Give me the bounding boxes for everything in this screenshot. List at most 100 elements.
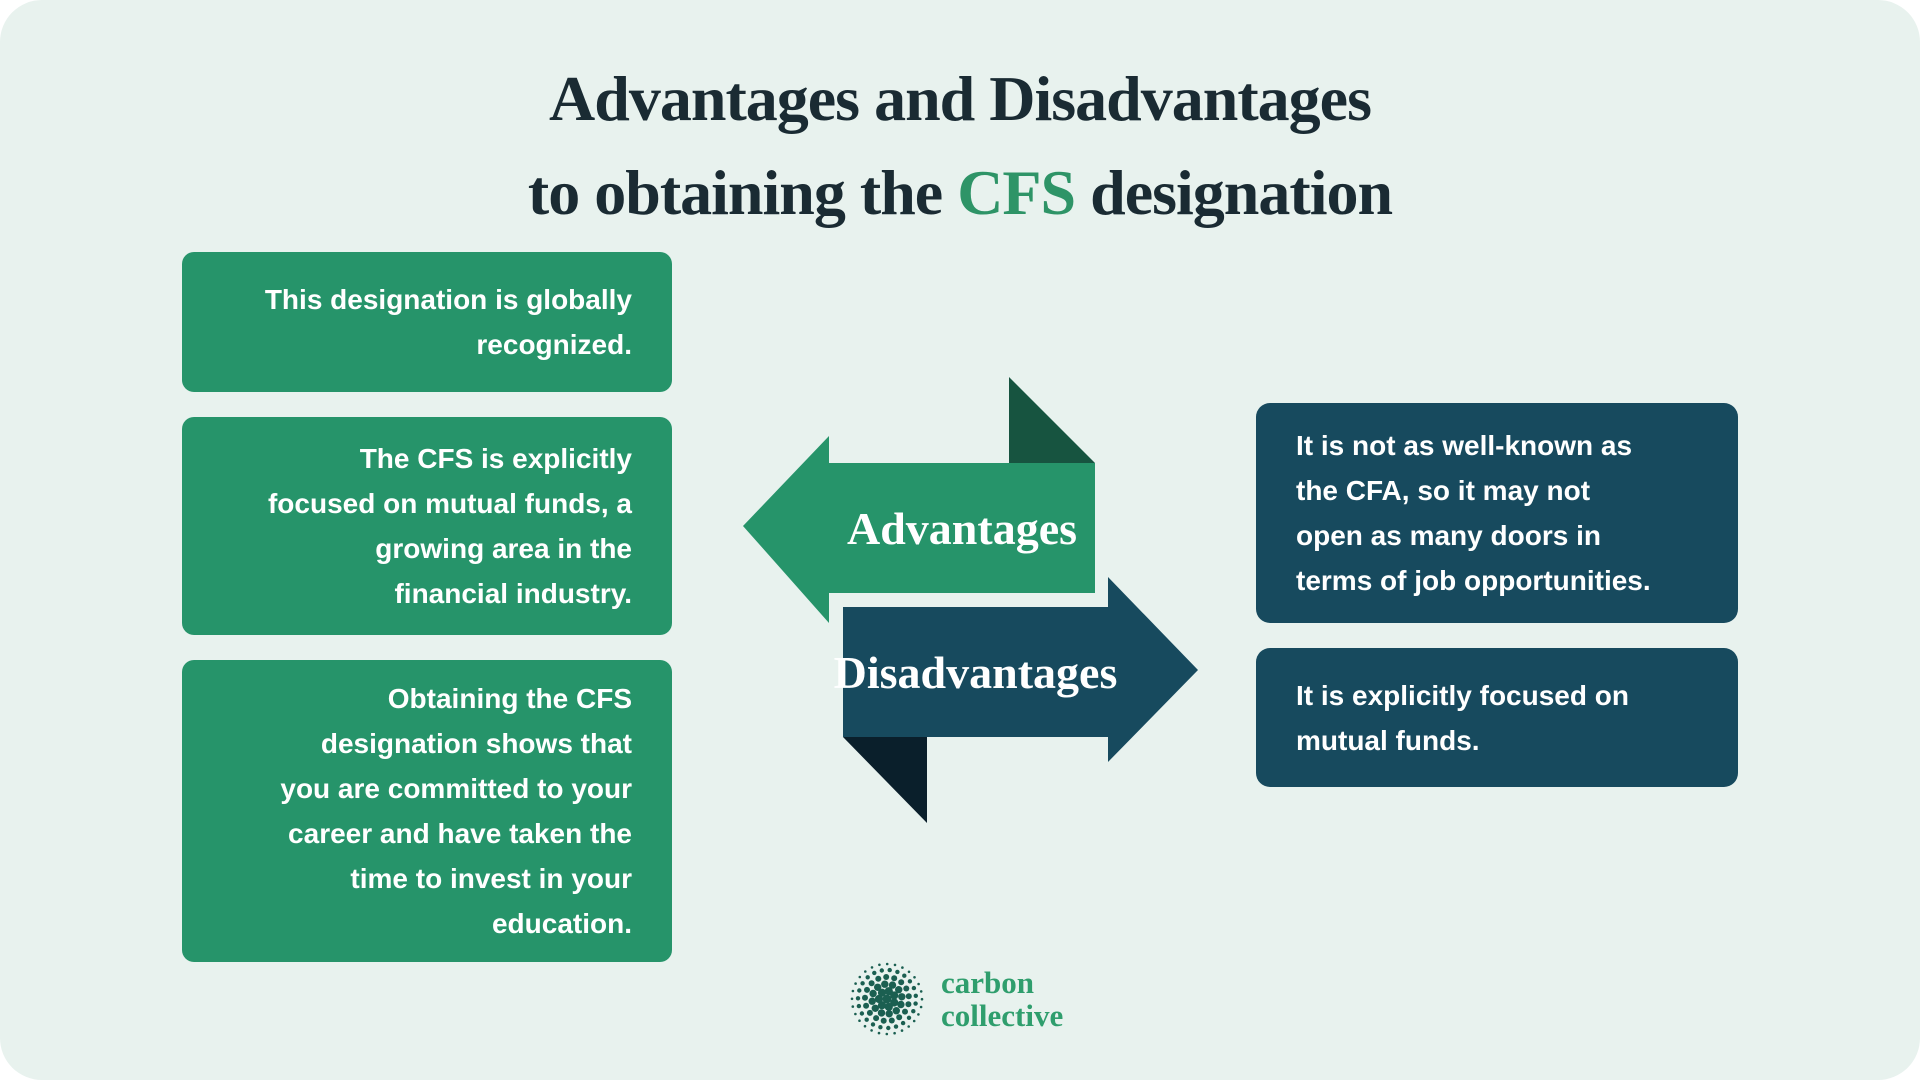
logo-dot [863,1024,867,1028]
logo-dot [857,988,862,993]
advantages-arrow-left [743,436,1095,623]
advantages-arrow-fold [1009,377,1095,463]
logo-dot [917,982,920,986]
logo-dot [892,1007,900,1015]
logo-dot [873,1015,880,1022]
logo-dot [919,1005,923,1009]
logo-dot [919,990,923,993]
logo-dot [877,1031,881,1035]
logo-dot [850,997,854,1001]
logo-dot [913,993,918,998]
logo-dot [891,975,898,982]
logo-dot [882,994,892,1004]
advantage-box-2-text: The CFS is explicitly focused on mutual … [267,443,632,609]
logo-dot [880,1017,887,1024]
logo-dot [917,1013,920,1016]
logo-dot [870,1022,876,1027]
logo-dot [895,986,903,994]
logo-dot [886,1025,891,1031]
disadvantages-arrow-label: Disadvantages [833,646,1118,698]
logo-dot [884,1002,893,1011]
logo-dot [870,1029,873,1032]
logo-dot [866,1009,873,1016]
logo-dot [860,981,865,986]
logo-dot [851,989,855,993]
logo-dot [871,1004,879,1012]
logo-dot [905,993,912,1000]
logo-wordmark: carbon collective [941,965,1064,1033]
page-title: Advantages and Disadvantages to obtainin… [0,52,1920,240]
logo-dot [895,969,900,975]
arrows-graphic [743,377,1198,823]
logo-dot [893,1024,899,1029]
advantage-box-1-text: This designation is globally recognized. [264,284,632,360]
logo-dot [900,1020,906,1026]
logo-dot [881,980,889,988]
logo-dot [913,1001,918,1006]
logo-dot [874,983,882,991]
logo-dot [920,997,924,1001]
logo-dot [907,970,911,974]
logo-dot [902,973,907,978]
logo-dot [885,1032,889,1036]
advantage-box-2: The CFS is explicitly focused on mutual … [182,417,672,635]
logo-dot [911,1009,916,1014]
logo-dot [912,1019,916,1023]
logo-dot [893,1031,896,1035]
title-line-2-pre: to obtaining the [527,157,958,228]
logo-dot [851,1005,855,1008]
title-accent-cfs: CFS [957,157,1076,228]
logo-dot [878,1025,883,1030]
logo-dot [890,991,899,1000]
advantage-box-3: Obtaining the CFS designation shows that… [182,660,672,962]
logo-dot [888,981,897,989]
logo-dot [911,985,917,991]
logo-dot [906,1015,912,1020]
logo-dot [858,1019,861,1022]
logo-dot [868,997,876,1005]
logo-dot [901,966,904,969]
logo-dot [856,1003,862,1009]
logo-dot [859,1011,865,1016]
logo-dot [885,962,889,966]
logo-dot [896,1014,903,1021]
logo-dot [913,976,916,979]
logo-dot [888,1017,895,1024]
disadvantage-box-2-text: It is explicitly focused on mutual funds… [1296,679,1629,756]
disadvantages-arrow-right [843,577,1198,762]
title-line-2: to obtaining the CFS designation [0,146,1920,240]
carbon-collective-logo: carbon collective [847,959,1063,1039]
logo-dot [872,970,877,976]
logo-dot [854,1012,857,1016]
disadvantage-box-1-text: It is not as well-known as the CFA, so i… [1296,430,1651,596]
disadvantages-arrow-fold [843,737,927,823]
logo-dot [862,994,868,1001]
disadvantage-box-1: It is not as well-known as the CFA, so i… [1256,403,1738,623]
logo-dot [900,1029,904,1032]
title-line-2-post: designation [1075,157,1393,228]
logo-dot [870,966,874,969]
logo-dot [877,1009,886,1017]
logo-dot [864,1017,869,1022]
logo-dot [877,988,887,997]
logo-dot [869,989,877,998]
logo-dot [874,994,884,1004]
logo-dot [897,1000,905,1009]
logo-dot [877,1001,887,1010]
logo-dot [875,975,882,982]
logo-dot [854,982,857,985]
logo-dot [855,996,861,1001]
logo-dot [883,974,890,980]
logo-dot [887,967,892,973]
advantage-box-1: This designation is globally recognized. [182,252,672,392]
logo-dot [903,985,910,992]
logo-dot [885,1010,893,1018]
logo-dot [898,993,906,1001]
logo-dot [863,1002,870,1009]
title-line-1: Advantages and Disadvantages [549,63,1372,134]
logo-dot [864,986,870,993]
logo-dot [858,975,862,979]
logo-dot [905,1001,912,1008]
advantages-arrow-label: Advantages [846,502,1078,554]
